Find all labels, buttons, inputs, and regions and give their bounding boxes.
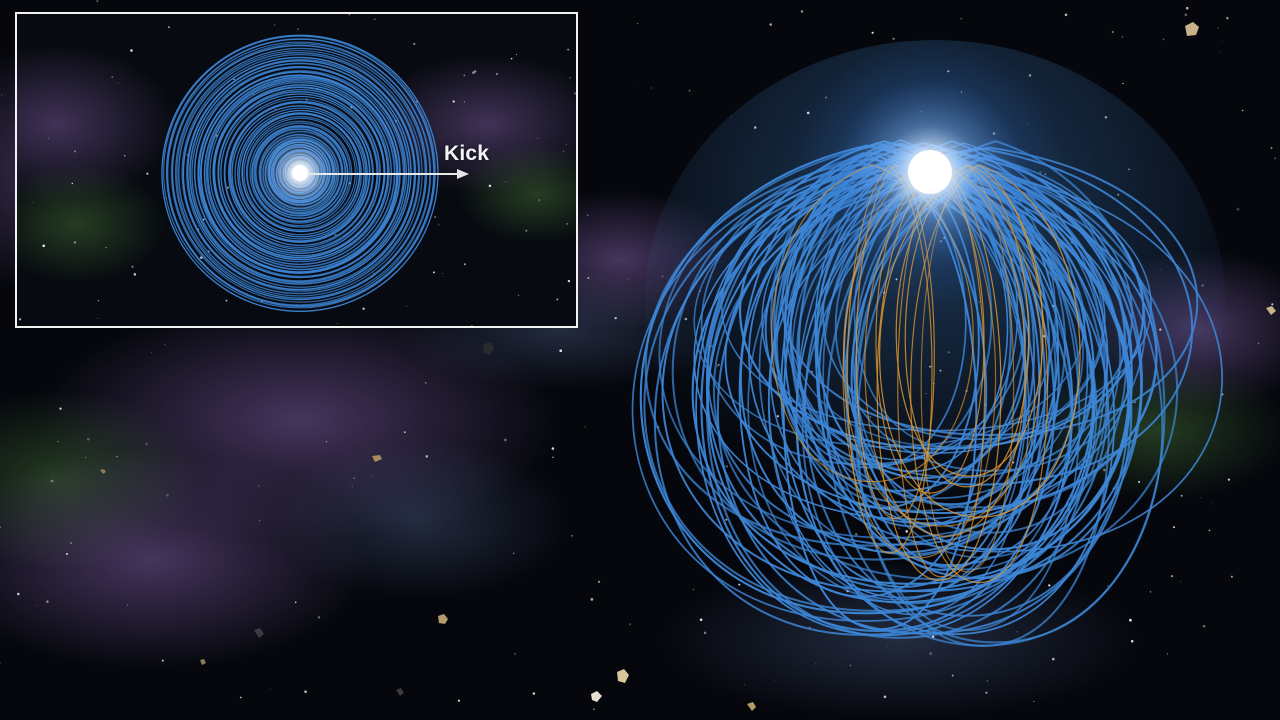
inset-panel: Kick <box>15 12 578 328</box>
main-star <box>795 37 1065 307</box>
kick-arrow <box>309 169 469 179</box>
main-orbit-bundle <box>631 139 1223 647</box>
inset-star-core <box>292 165 308 181</box>
kick-label: Kick <box>444 142 490 165</box>
inset-illustration <box>17 14 576 326</box>
asteroid-debris <box>100 22 1276 711</box>
